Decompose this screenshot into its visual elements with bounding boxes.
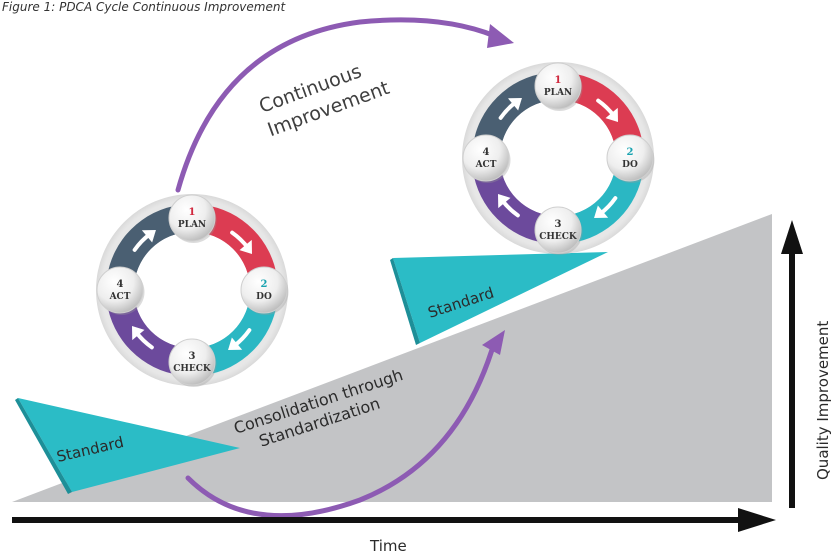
step-number-act: 4 — [117, 279, 124, 290]
segment-plan — [200, 204, 278, 282]
standard-wedge-right-edge — [390, 258, 420, 345]
segment-do — [200, 298, 278, 376]
segment-act — [106, 204, 184, 282]
y-axis-label: Quality Improvement — [814, 321, 832, 480]
step-ball-act — [96, 266, 144, 314]
continuous-label: Continuous Improvement — [256, 53, 392, 141]
segment-check — [106, 298, 184, 376]
step-label-act: ACT — [475, 160, 497, 170]
segment-act — [472, 72, 550, 150]
segment-arrowhead-icon — [594, 205, 609, 219]
segment-arrowhead-icon — [141, 229, 156, 243]
consolidation-arrow — [185, 337, 498, 519]
figure-caption: Figure 1: PDCA Cycle Continuous Improvem… — [2, 0, 286, 14]
step-ball-plan — [168, 194, 216, 242]
segment-arrowhead-icon — [131, 326, 145, 341]
step-number-act: 4 — [483, 147, 490, 158]
segment-do — [566, 166, 644, 244]
standard-wedge-left-edge — [15, 398, 72, 494]
x-axis-line — [12, 517, 752, 523]
step-ball-do — [240, 266, 288, 314]
step-number-check: 3 — [555, 219, 562, 230]
step-ball-plan — [534, 62, 582, 110]
x-axis-arrowhead — [738, 508, 776, 532]
cycle-center — [500, 100, 616, 216]
step-label-plan: PLAN — [178, 220, 206, 230]
step-number-do: 2 — [261, 279, 268, 290]
segment-plan — [566, 72, 644, 150]
quality-ramp — [12, 214, 772, 502]
step-ball-act — [462, 134, 510, 182]
step-label-check: CHECK — [539, 232, 578, 242]
segment-arrowhead-icon — [605, 107, 619, 122]
step-label-do: DO — [622, 160, 638, 170]
step-number-check: 3 — [189, 351, 196, 362]
consolidation-arrowhead — [482, 330, 505, 355]
x-axis-label: Time — [369, 537, 407, 555]
standard-wedge-right — [393, 252, 608, 343]
y-axis-line — [789, 250, 795, 508]
segment-arrowhead-icon — [228, 337, 243, 351]
continuous-arrow — [175, 17, 498, 193]
standard-wedge-left — [18, 398, 240, 492]
step-ball-do — [606, 134, 654, 182]
step-ball-check — [534, 206, 582, 254]
y-axis-arrowhead — [781, 220, 803, 254]
segment-arrowhead-icon — [239, 239, 253, 254]
segment-arrowhead-icon — [507, 97, 522, 111]
step-label-do: DO — [256, 292, 272, 302]
step-label-plan: PLAN — [544, 88, 572, 98]
step-number-plan: 1 — [555, 75, 562, 86]
step-number-plan: 1 — [189, 207, 196, 218]
step-label-check: CHECK — [173, 364, 212, 374]
step-label-act: ACT — [109, 292, 131, 302]
segment-check — [472, 166, 550, 244]
segment-arrowhead-icon — [497, 194, 511, 209]
step-ball-check — [168, 338, 216, 386]
continuous-arrowhead — [487, 24, 514, 48]
cycle-center — [134, 232, 250, 348]
step-number-do: 2 — [627, 147, 634, 158]
